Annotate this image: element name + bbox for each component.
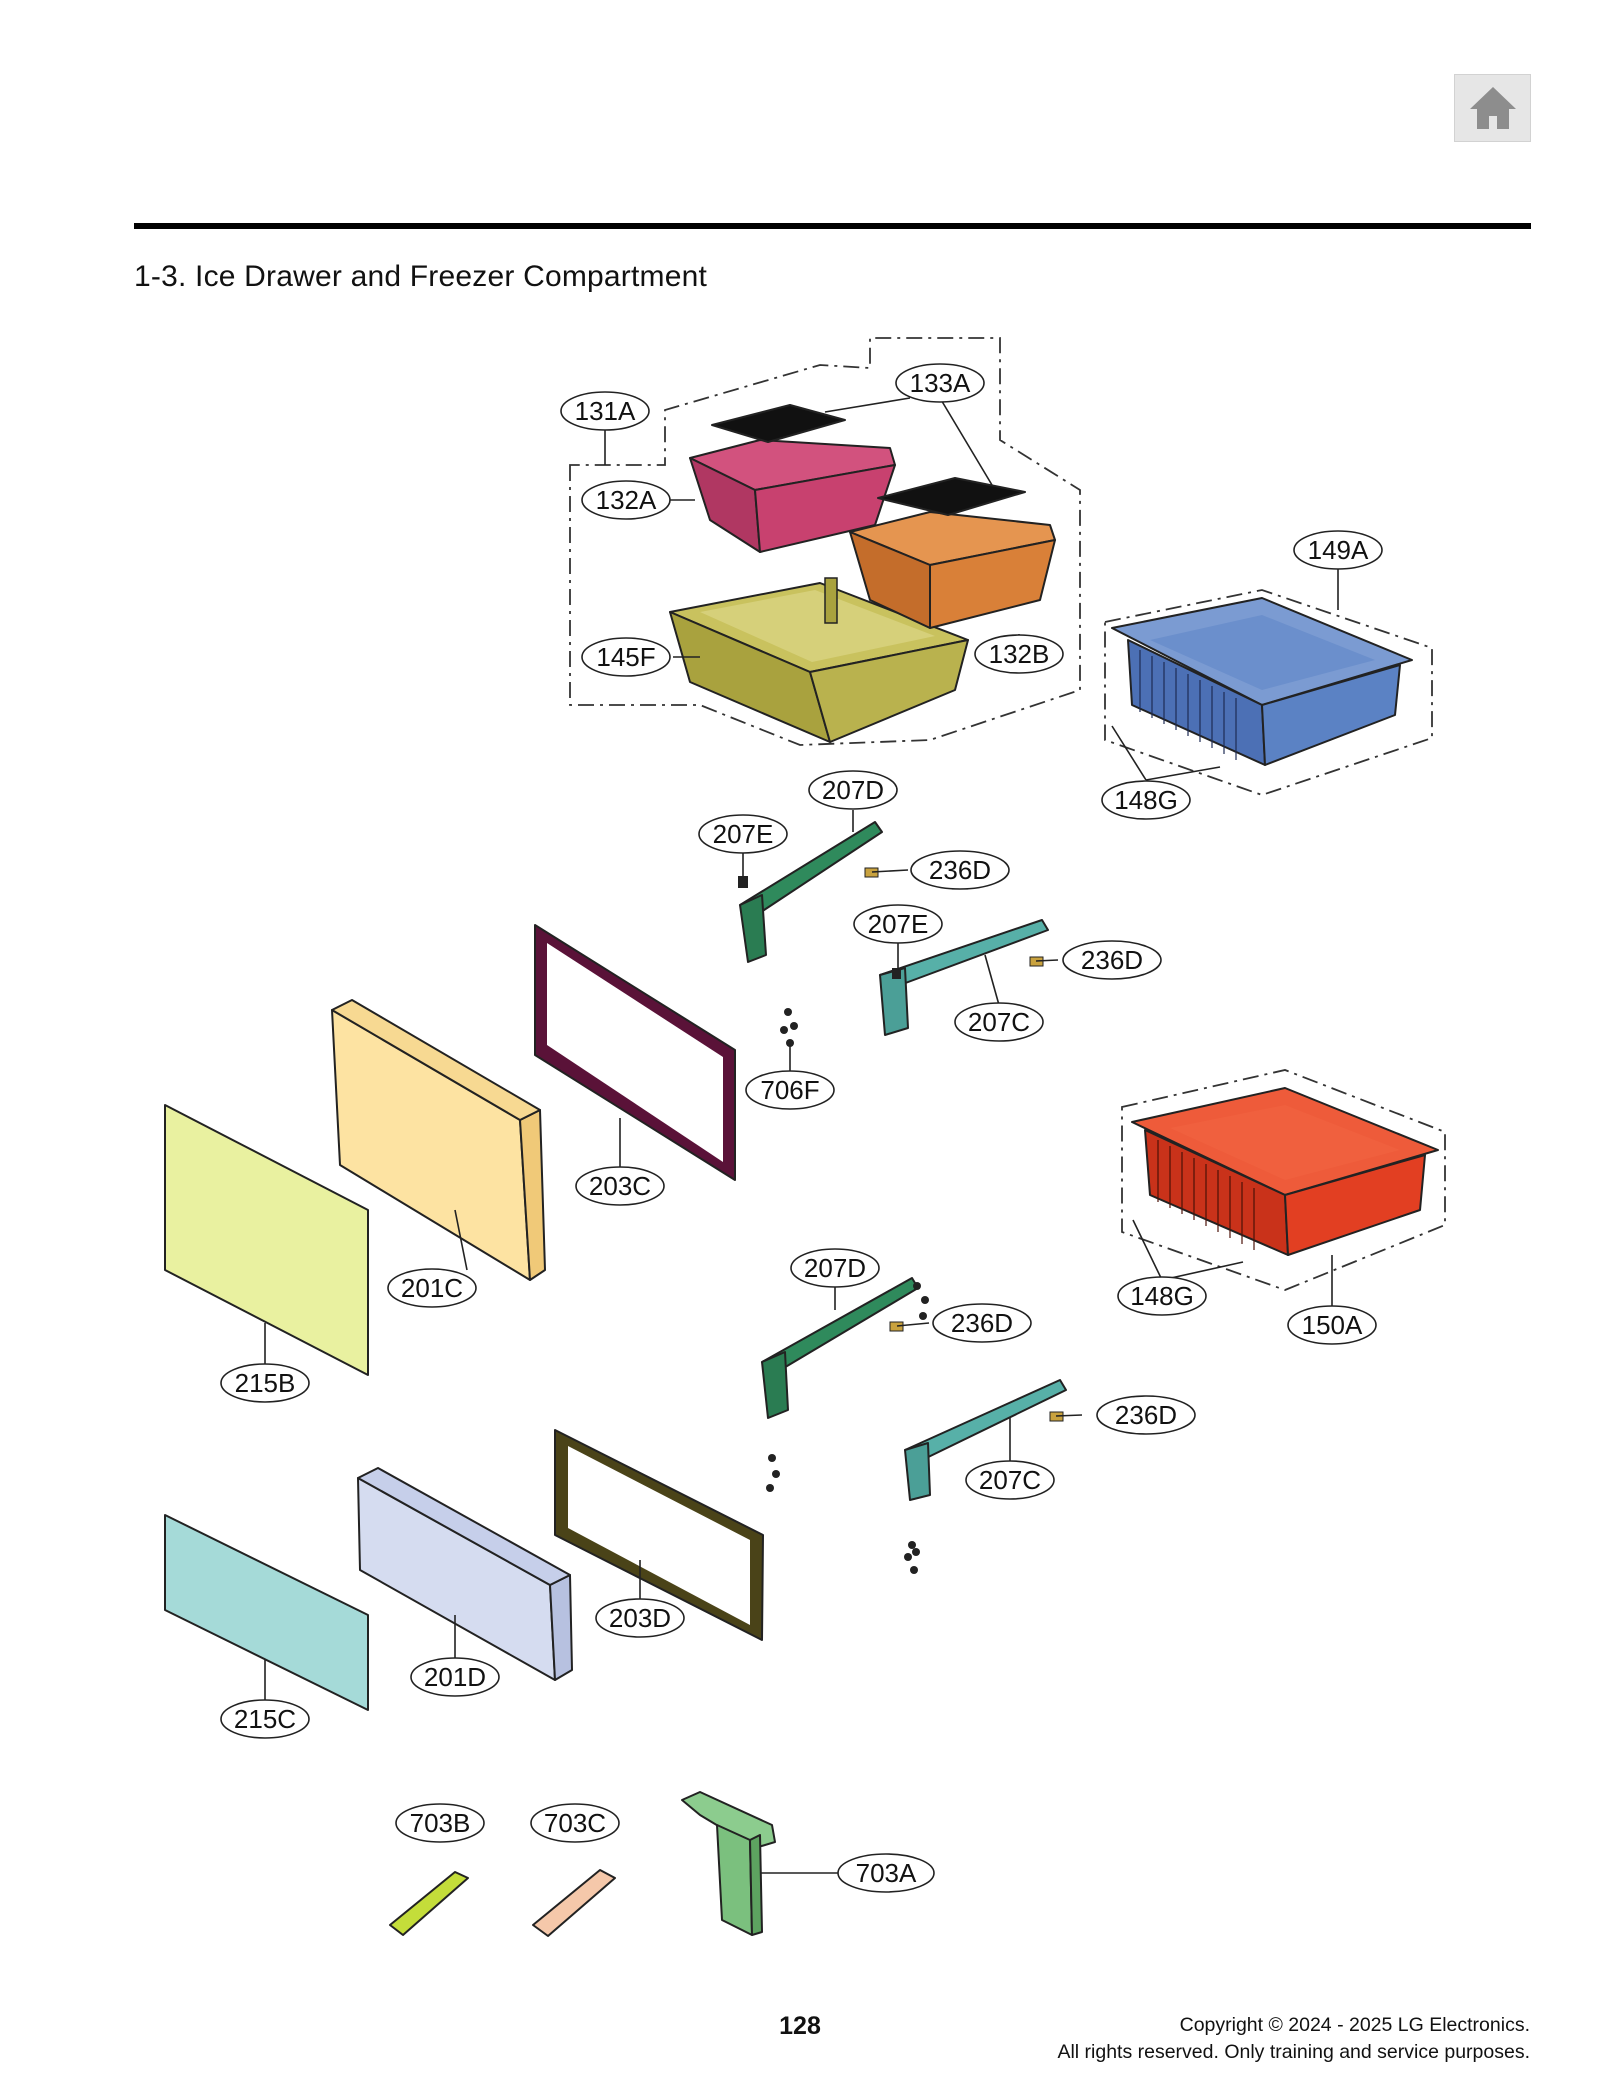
svg-text:236D: 236D <box>929 855 991 885</box>
callout-131A: 131A <box>560 391 650 431</box>
svg-text:132B: 132B <box>989 639 1050 669</box>
svg-text:207E: 207E <box>713 819 774 849</box>
home-icon <box>1469 87 1516 129</box>
callout-201C: 201C <box>387 1268 477 1308</box>
callout-706F: 706F <box>745 1070 835 1110</box>
callout-215B: 215B <box>220 1363 310 1403</box>
callout-703C: 703C <box>530 1803 620 1843</box>
callout-203C: 203C <box>575 1166 665 1206</box>
rail-207D-lower <box>761 1277 919 1419</box>
callout-207E-lower: 207E <box>853 904 943 944</box>
svg-text:203D: 203D <box>609 1603 671 1633</box>
callout-145F: 145F <box>581 637 671 677</box>
stopper-207E-upper <box>738 876 748 888</box>
copyright-notice: Copyright © 2024 - 2025 LG Electronics. … <box>1057 2012 1530 2066</box>
svg-text:703A: 703A <box>856 1858 917 1888</box>
frame-203D <box>554 1429 764 1641</box>
ice-drawer-group-outline <box>569 337 1081 746</box>
callout-215C: 215C <box>220 1699 310 1739</box>
svg-text:236D: 236D <box>1115 1400 1177 1430</box>
basket-149A-outline <box>1104 589 1433 796</box>
part-703C <box>532 1869 616 1937</box>
bin-132A <box>689 439 896 553</box>
svg-text:703B: 703B <box>410 1808 471 1838</box>
basket-150A <box>1131 1087 1439 1256</box>
callout-207E-upper: 207E <box>698 814 788 854</box>
part-703A <box>681 1791 776 1936</box>
svg-text:133A: 133A <box>910 368 971 398</box>
screws-lower-rail-2 <box>904 1541 920 1574</box>
svg-text:207D: 207D <box>804 1253 866 1283</box>
bin-132B <box>849 511 1056 629</box>
callout-236D-3: 236D <box>932 1303 1032 1343</box>
svg-text:148G: 148G <box>1130 1281 1194 1311</box>
lid-133A-lower <box>877 477 1026 516</box>
callout-236D-4: 236D <box>1096 1395 1196 1435</box>
callout-236D-1: 236D <box>910 850 1010 890</box>
clip-236D-1 <box>864 867 879 878</box>
svg-text:150A: 150A <box>1302 1310 1363 1340</box>
svg-text:132A: 132A <box>596 485 657 515</box>
callout-150A: 150A <box>1287 1305 1377 1345</box>
callout-203D: 203D <box>595 1598 685 1638</box>
svg-text:215C: 215C <box>234 1704 296 1734</box>
clip-236D-3 <box>889 1321 904 1332</box>
home-button[interactable] <box>1454 74 1531 142</box>
basket-150A-outline <box>1121 1069 1446 1291</box>
callout-133A: 133A <box>895 363 985 403</box>
frame-203C <box>534 924 736 1181</box>
leader-lines <box>264 397 1339 1874</box>
svg-text:236D: 236D <box>1081 945 1143 975</box>
svg-text:131A: 131A <box>575 396 636 426</box>
svg-text:148G: 148G <box>1114 785 1178 815</box>
callout-207D-lower: 207D <box>790 1248 880 1288</box>
svg-text:201D: 201D <box>424 1662 486 1692</box>
panel-201D <box>357 1467 573 1681</box>
svg-text:236D: 236D <box>951 1308 1013 1338</box>
lid-133A-upper <box>711 404 846 443</box>
callout-149A: 149A <box>1293 530 1383 570</box>
svg-text:203C: 203C <box>589 1171 651 1201</box>
callout-207C-lower: 207C <box>965 1460 1055 1500</box>
svg-text:201C: 201C <box>401 1273 463 1303</box>
copyright-line-2: All rights reserved. Only training and s… <box>1057 2041 1530 2063</box>
section-title: 1-3. Ice Drawer and Freezer Compartment <box>134 260 708 293</box>
callout-236D-2: 236D <box>1062 940 1162 980</box>
header-rule <box>134 223 1531 229</box>
callout-207C-upper: 207C <box>954 1002 1044 1042</box>
callout-148G-upper: 148G <box>1101 780 1191 820</box>
callout-132A: 132A <box>581 480 671 520</box>
rail-207C-lower <box>904 1379 1067 1501</box>
svg-text:215B: 215B <box>235 1368 296 1398</box>
page-number: 128 <box>779 2012 821 2040</box>
svg-text:207C: 207C <box>979 1465 1041 1495</box>
svg-text:149A: 149A <box>1308 535 1369 565</box>
copyright-line-1: Copyright © 2024 - 2025 LG Electronics. <box>1179 2014 1530 2036</box>
glass-215C <box>164 1514 369 1711</box>
callout-201D: 201D <box>410 1657 500 1697</box>
svg-text:207E: 207E <box>868 909 929 939</box>
basket-149A <box>1111 597 1413 766</box>
rail-207D-upper <box>739 821 883 963</box>
screws-lower-rail-1 <box>766 1282 929 1492</box>
callouts: 131A 133A 132A 149A 145F 132B 207D 148G … <box>220 363 1383 1893</box>
svg-text:207D: 207D <box>822 775 884 805</box>
svg-text:703C: 703C <box>544 1808 606 1838</box>
glass-215B <box>164 1104 369 1376</box>
svg-text:706F: 706F <box>760 1075 819 1105</box>
svg-text:207C: 207C <box>968 1007 1030 1037</box>
callout-207D-upper: 207D <box>808 770 898 810</box>
screws-706F <box>780 1008 798 1047</box>
stopper-207E-lower <box>892 968 901 979</box>
callout-703A: 703A <box>837 1853 935 1893</box>
tray-145F <box>669 577 969 743</box>
callout-132B: 132B <box>974 634 1064 674</box>
panel-201C <box>331 999 546 1281</box>
part-703B <box>389 1871 469 1936</box>
callout-148G-lower: 148G <box>1117 1276 1207 1316</box>
callout-703B: 703B <box>395 1803 485 1843</box>
svg-text:145F: 145F <box>596 642 655 672</box>
